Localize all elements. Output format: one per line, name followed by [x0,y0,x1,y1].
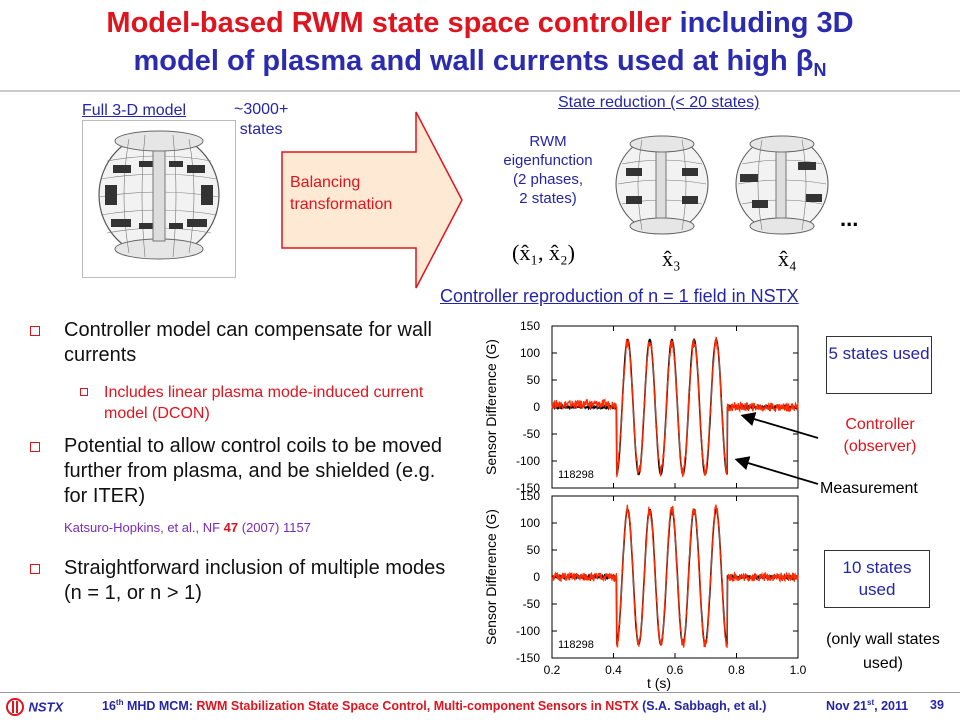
rwm-eigenfunction-label: RWM eigenfunction (2 phases, 2 states) [492,132,604,208]
transformation-line1: Balancing [290,174,361,191]
nstx-logo: NSTX [6,698,63,716]
sub-bullet-marker [80,388,88,396]
ten-states-box: 10 states used [824,550,930,608]
citation-suffix: (2007) 1157 [238,520,311,535]
annotation-arrows [734,412,819,485]
title-part-blue: including 3D [679,7,854,39]
y-tick-label: 50 [527,543,541,557]
controller-observer-label: Controller (observer) [843,416,917,455]
rwm-line-3: (2 phases, [512,171,584,188]
beta-symbol: β [795,45,814,77]
bullet-2-text: Potential to allow control coils to be m… [64,435,442,507]
full-model-label: Full 3-D model [82,102,187,119]
footer-author: (S.A. Sabbagh, et al.) [642,699,767,714]
series-line-controller [551,504,799,648]
rwm-line-1: RWM [529,133,567,150]
x-tick-label: 0.8 [728,663,745,677]
bullet-2: Potential to allow control coils to be m… [30,434,464,509]
page-number: 39 [930,698,944,712]
footer-date-sup: st [867,698,875,707]
x-tick-label: 0.2 [544,663,561,677]
citation: Katsuro-Hopkins, et al., NF 47 (2007) 11… [64,520,311,535]
bullet-1-text: Controller model can compensate for wall… [64,319,432,366]
y-axis-label: Sensor Difference (G) [483,509,499,645]
transformation-label: Balancing transformation [290,172,392,216]
y-tick-label: 0 [533,570,540,584]
balancing-transformation-arrow [281,111,463,289]
footer-divider [0,692,960,693]
x-tick-label: 0.6 [667,663,684,677]
title-part-red: Model-based RWM state space controller [106,7,672,39]
footer-date-post: , 2011 [874,699,909,714]
y-tick-label: 50 [527,373,541,387]
bullet-3: Straightforward inclusion of multiple mo… [30,556,464,606]
shot-number: 118298 [558,639,594,651]
bullet-marker [30,326,40,336]
eigenfunction-image-1 [608,130,716,240]
bullet-marker [30,564,40,574]
measurement-pointer-arrow [734,456,819,485]
eigenfunction-drawing-2 [735,135,829,235]
bullet-3-text: Straightforward inclusion of multiple mo… [64,557,446,604]
citation-prefix: Katsuro-Hopkins, et al., NF [64,520,224,535]
sub-bullet: Includes linear plasma mode-induced curr… [80,382,444,424]
x-tick-label: 0.4 [605,663,622,677]
states-count-top: ~3000+ [234,101,289,118]
vessel-model-drawing [98,130,220,260]
footer-date-pre: Nov 21 [826,699,867,714]
eigenfunction-drawing-1 [615,135,709,235]
five-states-box: 5 states used [826,336,932,394]
y-tick-label: -100 [516,454,540,468]
footer-conf-number: 16 [102,699,116,714]
bullet-marker [30,442,40,452]
states-count-bottom: states [239,121,283,138]
y-tick-label: -150 [516,651,540,665]
transformation-line2: transformation [290,196,393,213]
y-tick-label: 0 [533,400,540,414]
footer-conf: MHD MCM: [126,699,193,714]
nstx-logo-text: NSTX [28,699,64,715]
controller-pointer-arrow [740,412,819,439]
state-x4: x̂₄ [778,246,797,271]
nstx-logo-icon [6,698,24,716]
shot-number: 118298 [558,469,594,481]
y-tick-label: 100 [520,346,540,360]
y-tick-label: 150 [520,489,540,503]
y-tick-label: -50 [523,597,541,611]
bullet-1: Controller model can compensate for wall… [30,318,464,368]
x-axis-label: t (s) [647,675,671,691]
y-tick-label: -100 [516,624,540,638]
only-wall-states-label: (only wall states used) [826,631,940,672]
title-divider [0,90,960,92]
more-states-ellipsis: ... [840,206,859,231]
y-tick-label: -150 [516,481,540,495]
state-x3: x̂₃ [662,246,681,271]
state-x1-x2: (x̂₁, x̂₂) [512,240,575,265]
measurement-label: Measurement [820,480,918,497]
beta-subscript: N [813,60,827,80]
eigenfunction-image-2 [728,130,836,240]
footer-text: 16th MHD MCM: RWM Stabilization State Sp… [102,698,766,713]
citation-volume: 47 [223,520,239,535]
full-3d-model-image [82,120,236,278]
sub-bullet-text: Includes linear plasma mode-induced curr… [104,384,424,422]
y-tick-label: 100 [520,516,540,530]
series-line-controller [551,336,799,478]
chart-section-title: Controller reproduction of n = 1 field i… [440,286,799,306]
rwm-line-4: 2 states) [519,190,577,207]
footer-conf-sup: th [115,698,124,707]
y-axis-label: Sensor Difference (G) [483,339,499,475]
footer-date: Nov 21st, 2011 [826,698,908,713]
footer-talk-title: RWM Stabilization State Space Control, M… [196,699,639,714]
y-tick-label: 150 [520,319,540,333]
x-tick-label: 1.0 [790,663,807,677]
states-count: ~3000+ states [234,100,288,140]
rwm-line-2: eigenfunction [503,152,593,169]
slide-title: Model-based RWM state space controller i… [0,4,960,89]
title-line2: model of plasma and wall currents used a… [133,45,788,77]
state-reduction-label: State reduction (< 20 states) [558,94,760,111]
y-tick-label: -50 [523,427,541,441]
